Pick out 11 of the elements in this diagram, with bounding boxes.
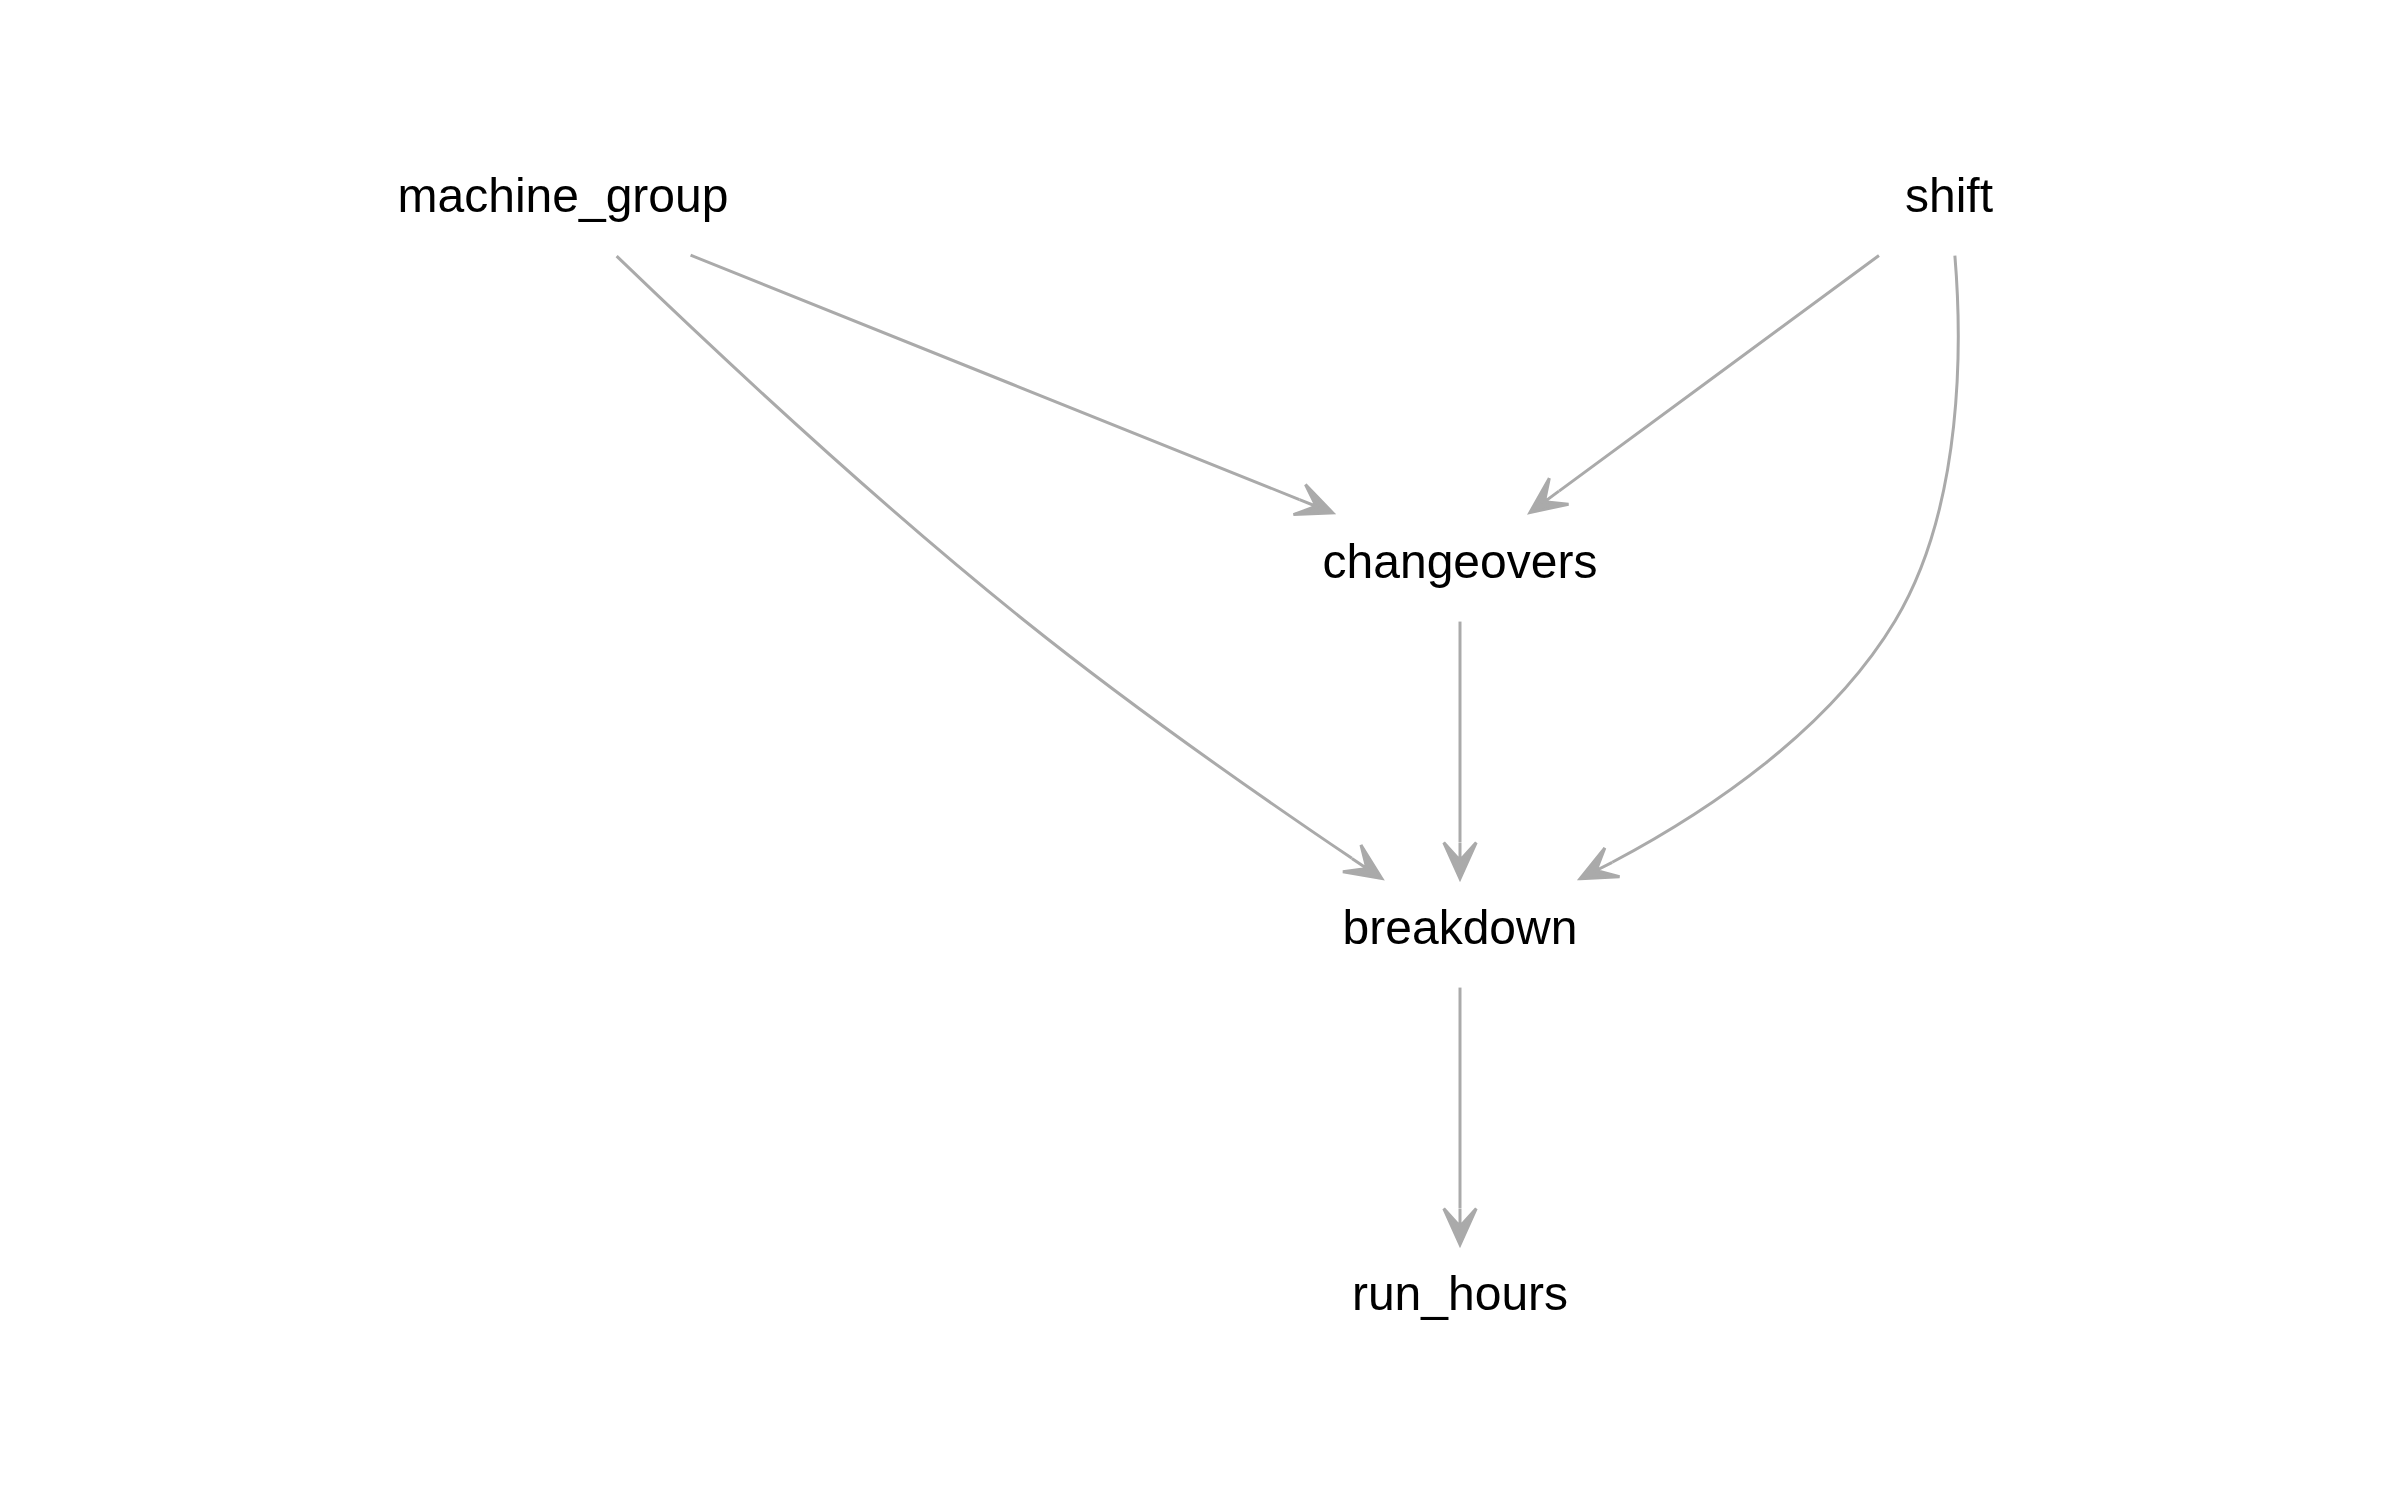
node-text: breakdown [1342,901,1577,955]
arrow [1578,255,1960,881]
arrow [1441,621,1478,880]
arrow [615,255,1383,880]
node-text: run_hours [1351,1267,1568,1321]
node-text: shift [1904,169,1993,223]
arrow [1527,254,1880,514]
arrow [689,253,1334,517]
node-text: machine_group [397,169,728,223]
node-text: changeovers [1322,535,1597,589]
arrow [1441,987,1478,1246]
